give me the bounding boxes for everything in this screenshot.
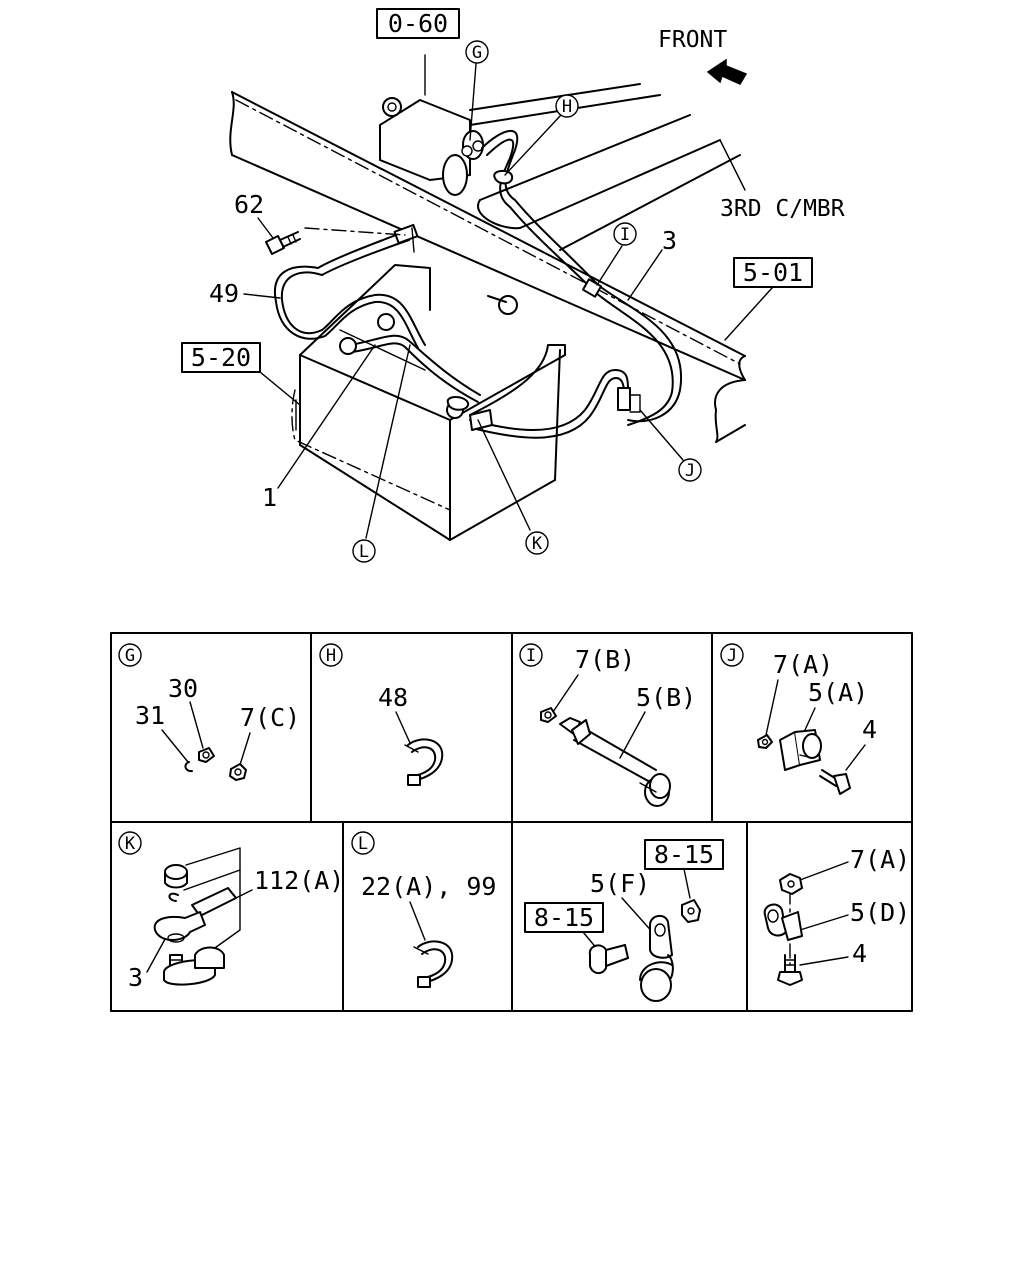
- detail-g-letter: G: [125, 646, 135, 666]
- detail-j: J 7(A) 5(A) 4: [720, 643, 877, 795]
- ground-cable-49: [273, 223, 426, 349]
- starter-cable: [481, 130, 683, 426]
- label-3: 3: [662, 226, 677, 255]
- detail-g: G 30 31 7(C): [118, 643, 300, 781]
- callout-g: G: [465, 40, 489, 141]
- callout-j: J: [639, 409, 702, 482]
- svg-text:J: J: [685, 461, 695, 481]
- detail-k: K 112(A) 3: [118, 831, 344, 992]
- bolt-62: [265, 231, 301, 255]
- label-62: 62: [234, 190, 264, 219]
- ref-box-5-20: 5-20: [181, 342, 301, 406]
- callout-h: H: [504, 94, 579, 176]
- nut-7a-detail-d-shape: [779, 873, 803, 895]
- label-1: 1: [262, 483, 277, 512]
- label-3-detail: 3: [128, 963, 143, 992]
- bolt-4-detail-d-shape: [777, 954, 803, 986]
- detail-5d: 7(A) 5(D) 4: [763, 845, 910, 986]
- front-arrow: [706, 58, 748, 85]
- detail-h-letter: H: [326, 646, 336, 666]
- bolt-4-shape: [819, 769, 851, 795]
- nut-7c-shape: [229, 763, 247, 781]
- clamp-5f-shape: [639, 914, 674, 1002]
- label-7c: 7(C): [240, 703, 300, 732]
- label-7a-detail-d: 7(A): [850, 845, 910, 874]
- detail-k-letter: K: [125, 834, 136, 854]
- front-label: FRONT: [658, 27, 727, 53]
- label-48: 48: [378, 683, 408, 712]
- third-crossmember: [469, 83, 746, 251]
- label-5f: 5(F): [590, 869, 650, 898]
- detail-5f: 8-15 8-15 5(F): [524, 839, 724, 1002]
- bracket-5a-shape: [779, 729, 822, 771]
- detail-h: H 48: [319, 643, 444, 786]
- nut-7a-shape: [757, 734, 773, 749]
- ref-label-0-60: 0-60: [388, 9, 448, 38]
- label-30: 30: [168, 674, 198, 703]
- ref-box-5-01: 5-01: [724, 257, 813, 341]
- detail-grid: [110, 632, 913, 1012]
- detail-l-letter: L: [358, 834, 368, 854]
- nut-7b-shape: [540, 707, 557, 723]
- label-5b: 5(B): [636, 683, 696, 712]
- frame-rail: [229, 91, 746, 443]
- battery-box: [291, 264, 566, 541]
- label-31: 31: [135, 701, 165, 730]
- label-5a: 5(A): [808, 678, 868, 707]
- cable-tie-22a-shape: [417, 940, 454, 983]
- svg-text:I: I: [620, 225, 630, 245]
- positive-cable: [446, 369, 641, 439]
- label-4-detail-d: 4: [852, 939, 867, 968]
- washer-30-shape: [198, 747, 215, 763]
- ref-label-5-01: 5-01: [743, 258, 803, 287]
- bolt-8-15-shape: [588, 944, 629, 974]
- detail-j-letter: J: [727, 646, 737, 666]
- bracket-5b-shape: [559, 717, 671, 807]
- nut-8-15-shape: [681, 899, 701, 923]
- ref-label-5-20: 5-20: [191, 343, 251, 372]
- ref-box-0-60: 0-60: [376, 8, 460, 39]
- label-4: 4: [862, 715, 877, 744]
- cable-tie-48-shape: [407, 738, 444, 781]
- battery-terminal-parts: [153, 864, 237, 986]
- ref-box-8-15-top: [644, 839, 724, 870]
- svg-text:G: G: [472, 43, 482, 63]
- crossmember-label: 3RD C/MBR: [720, 196, 845, 222]
- label-49: 49: [209, 279, 239, 308]
- label-22a-99: 22(A), 99: [361, 872, 496, 901]
- ref-label-8-15-bottom: 8-15: [534, 903, 594, 932]
- label-7a: 7(A): [773, 650, 833, 679]
- main-assembly-drawing: 0-60 5-01 5-20 FRONT 3RD C/MBR 62 49 3 1…: [181, 8, 845, 563]
- svg-text:L: L: [359, 542, 369, 562]
- label-112a: 112(A): [254, 866, 344, 895]
- detail-i-letter: I: [526, 646, 536, 666]
- label-7b: 7(B): [575, 645, 635, 674]
- snap-ring-31-shape: [184, 761, 193, 773]
- bracket-5d-shape: [763, 903, 803, 941]
- callout-i: I: [596, 222, 637, 286]
- callout-k: K: [477, 419, 549, 555]
- detail-i: I 7(B) 5(B): [519, 643, 696, 807]
- starter-motor: [379, 54, 484, 196]
- svg-text:H: H: [562, 97, 572, 117]
- ref-label-8-15-top: 8-15: [654, 840, 714, 869]
- ref-box-8-15-bottom: [524, 902, 604, 933]
- svg-text:K: K: [532, 534, 543, 554]
- callout-l: L: [352, 344, 411, 563]
- detail-l: L 22(A), 99: [351, 831, 496, 988]
- label-5d: 5(D): [850, 898, 910, 927]
